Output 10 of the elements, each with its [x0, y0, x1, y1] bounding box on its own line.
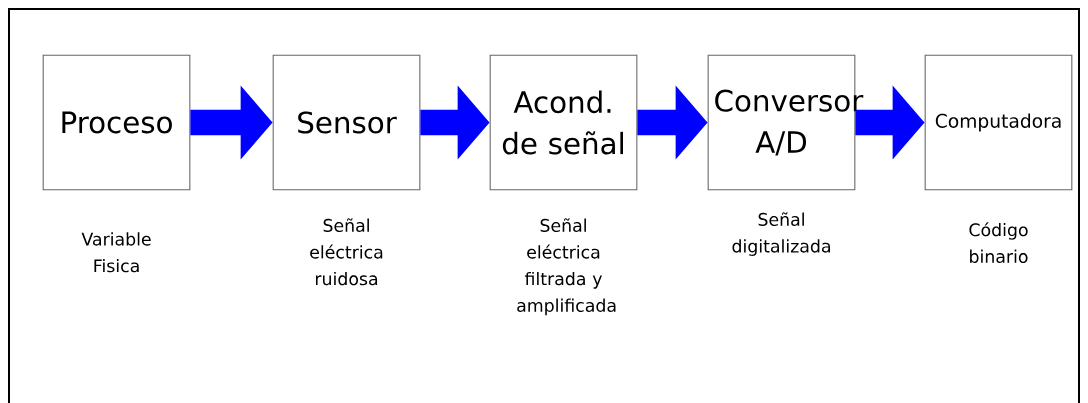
process-box: Conversor A/D	[707, 54, 864, 191]
caption-text: Señal eléctrica filtrada y amplificada	[517, 218, 616, 316]
caption-text: Variable Fisica	[81, 232, 151, 273]
process-box: Proceso	[42, 54, 191, 191]
caption-text: Señal digitalizada	[732, 212, 830, 256]
process-box: Acond. de señal	[489, 54, 638, 191]
process-box: Computadora	[924, 54, 1073, 191]
process-box: Sensor	[272, 54, 421, 191]
caption-text: Código binario	[969, 222, 1028, 264]
caption-text: Señal eléctrica ruidosa	[310, 218, 383, 286]
